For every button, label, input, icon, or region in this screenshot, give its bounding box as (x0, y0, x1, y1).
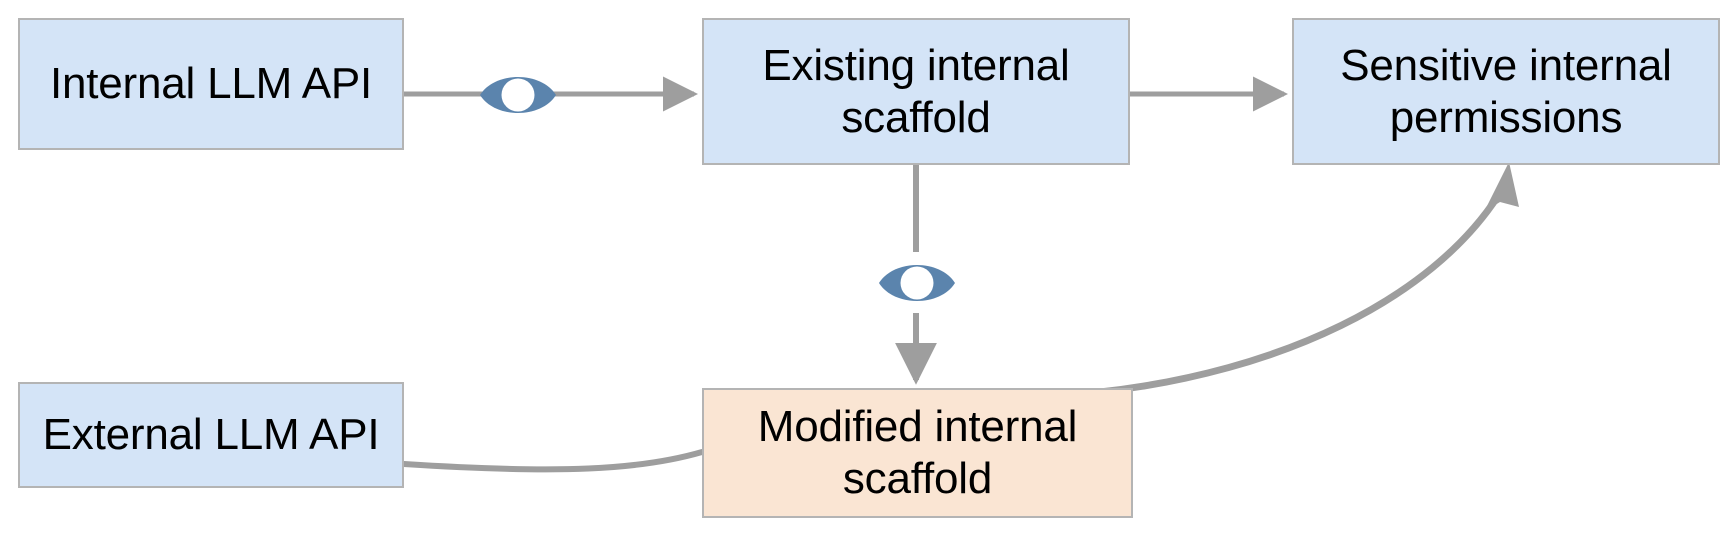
edge-external-api-to-modified-scaffold (401, 449, 705, 473)
node-external-llm-api[interactable]: External LLM API (18, 382, 404, 488)
node-sensitive-internal-permissions[interactable]: Sensitive internal permissions (1292, 18, 1720, 165)
node-label-external-llm-api: External LLM API (42, 410, 380, 460)
node-label-internal-llm-api: Internal LLM API (49, 59, 373, 109)
node-label-sensitive-internal-permissions: Sensitive internal permissions (1340, 40, 1672, 142)
node-internal-llm-api[interactable]: Internal LLM API (18, 18, 404, 150)
node-modified-internal-scaffold[interactable]: Modified internal scaffold (702, 388, 1133, 518)
edge-modified-scaffold-to-permissions (1096, 162, 1519, 396)
eye-icon (879, 265, 955, 301)
node-label-existing-internal-scaffold: Existing internal scaffold (762, 40, 1070, 142)
node-label-modified-internal-scaffold: Modified internal scaffold (757, 402, 1078, 503)
node-existing-internal-scaffold[interactable]: Existing internal scaffold (702, 18, 1130, 165)
eye-icon (480, 77, 556, 113)
